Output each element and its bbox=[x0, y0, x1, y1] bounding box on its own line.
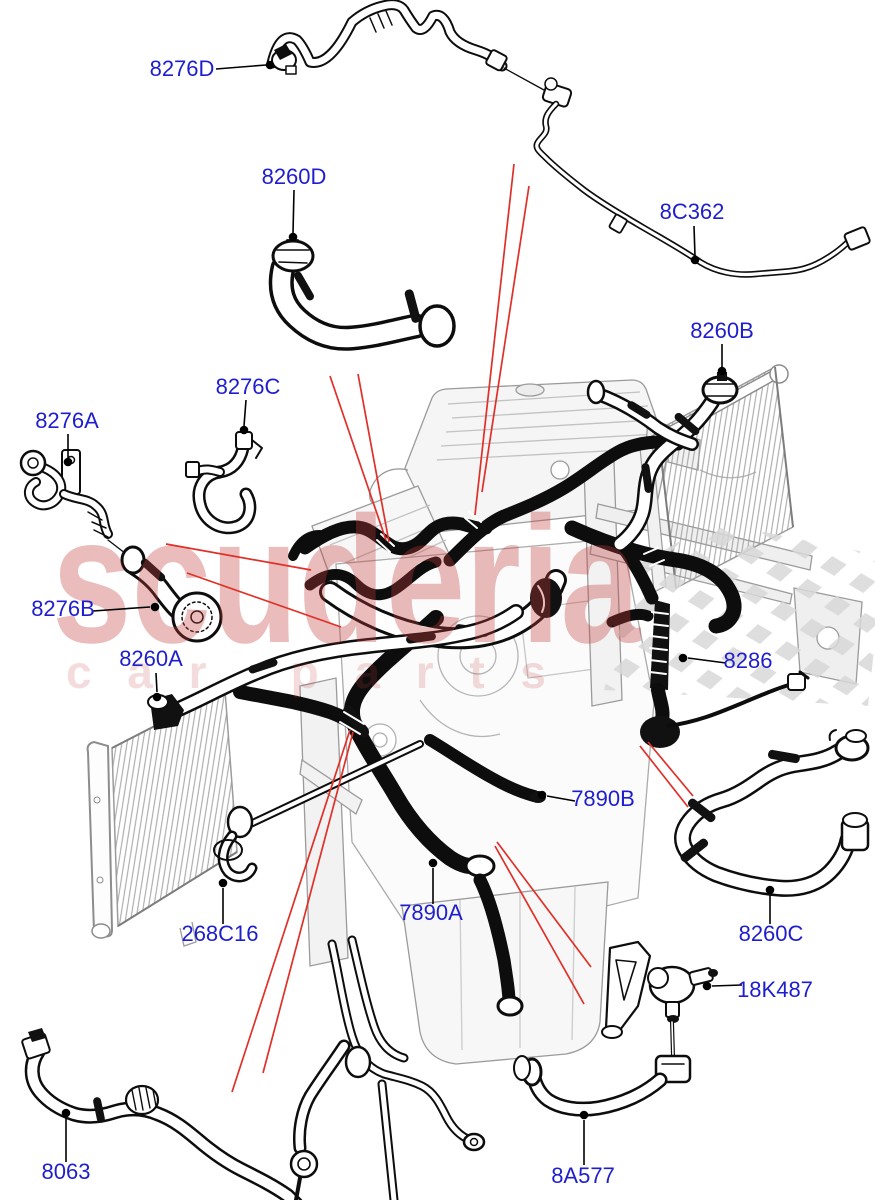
callout-red-8260c-2 bbox=[647, 741, 694, 797]
hose-8276c bbox=[185, 431, 263, 535]
part-label-8276b[interactable]: 8276B bbox=[31, 596, 95, 621]
leader-8260a bbox=[152, 672, 162, 702]
part-label-8c362[interactable]: 8C362 bbox=[660, 199, 725, 224]
callout-red-8276b-1 bbox=[165, 543, 312, 571]
callout-red-8260c-1 bbox=[639, 745, 689, 808]
leader-8276a bbox=[63, 434, 73, 467]
hose-8063 bbox=[21, 1028, 303, 1200]
leader-8c362 bbox=[690, 225, 700, 265]
part-label-268c16[interactable]: 268C16 bbox=[181, 921, 258, 946]
part-label-8a577[interactable]: 8A577 bbox=[551, 1163, 615, 1188]
callout-red-8c362-2 bbox=[481, 185, 530, 493]
leader-8276d bbox=[215, 60, 275, 70]
leader-8063 bbox=[61, 1108, 71, 1162]
part-label-8260c[interactable]: 8260C bbox=[739, 921, 804, 946]
part-label-8063[interactable]: 8063 bbox=[42, 1159, 91, 1184]
leader-8276c bbox=[239, 399, 249, 435]
hose-8260a bbox=[147, 604, 524, 730]
hose-8276b bbox=[120, 545, 223, 643]
hose-assemblies bbox=[19, 0, 871, 1200]
hose-8276d bbox=[266, 0, 545, 91]
callout-red-8260d-1 bbox=[329, 375, 387, 541]
leader-lines bbox=[61, 60, 775, 1165]
brand-watermark: scuderia car parts bbox=[52, 480, 642, 698]
leader-8260d bbox=[288, 189, 298, 242]
callout-red-lower-1 bbox=[231, 729, 351, 1093]
callout-red-18k487 bbox=[496, 841, 592, 968]
leader-8260b bbox=[717, 344, 727, 376]
leader-7890a bbox=[428, 858, 438, 904]
callout-red-lower-2 bbox=[262, 731, 354, 1074]
leader-7890b bbox=[537, 790, 576, 802]
part-label-7890b[interactable]: 7890B bbox=[571, 786, 635, 811]
leader-8a577 bbox=[579, 1110, 589, 1165]
pipe-8c362 bbox=[533, 77, 871, 278]
watermark-brand-text: scuderia bbox=[52, 480, 642, 681]
part-label-8260d[interactable]: 8260D bbox=[262, 164, 327, 189]
part-label-8276d[interactable]: 8276D bbox=[150, 56, 215, 81]
leader-8276b bbox=[92, 602, 160, 612]
hose-8260d bbox=[268, 239, 456, 351]
hose-8260b bbox=[586, 372, 739, 552]
hose-8a577 bbox=[513, 1054, 692, 1117]
hose-8260c bbox=[674, 729, 870, 897]
pipe-8276a bbox=[19, 449, 131, 558]
callout-red-8276b-2 bbox=[186, 572, 342, 628]
leader-8260c bbox=[765, 885, 775, 924]
callout-red-8260d-2 bbox=[357, 373, 390, 543]
red-callout-lines bbox=[165, 163, 694, 1093]
radiator-left bbox=[86, 688, 238, 947]
pipe-8286 bbox=[640, 600, 810, 748]
pipes-7890a bbox=[289, 935, 486, 1200]
part-label-8276a[interactable]: 8276A bbox=[35, 408, 99, 433]
part-label-8276c[interactable]: 8276C bbox=[216, 374, 281, 399]
part-label-7890a[interactable]: 7890A bbox=[399, 900, 463, 925]
callout-red-8c362-1 bbox=[474, 163, 515, 516]
leader-268c16 bbox=[218, 878, 228, 924]
part-label-8286[interactable]: 8286 bbox=[724, 648, 773, 673]
leader-8286 bbox=[678, 653, 727, 664]
part-labels: 8276D 8260D 8C362 8260B 8276C 8276A 8276… bbox=[31, 56, 813, 1188]
part-label-18k487[interactable]: 18K487 bbox=[737, 977, 813, 1002]
callout-red-8a577 bbox=[494, 845, 585, 1005]
part-label-8260a[interactable]: 8260A bbox=[119, 646, 183, 671]
leader-18k487 bbox=[702, 981, 743, 991]
pump-18k487 bbox=[601, 940, 718, 1058]
part-label-8260b[interactable]: 8260B bbox=[690, 318, 754, 343]
